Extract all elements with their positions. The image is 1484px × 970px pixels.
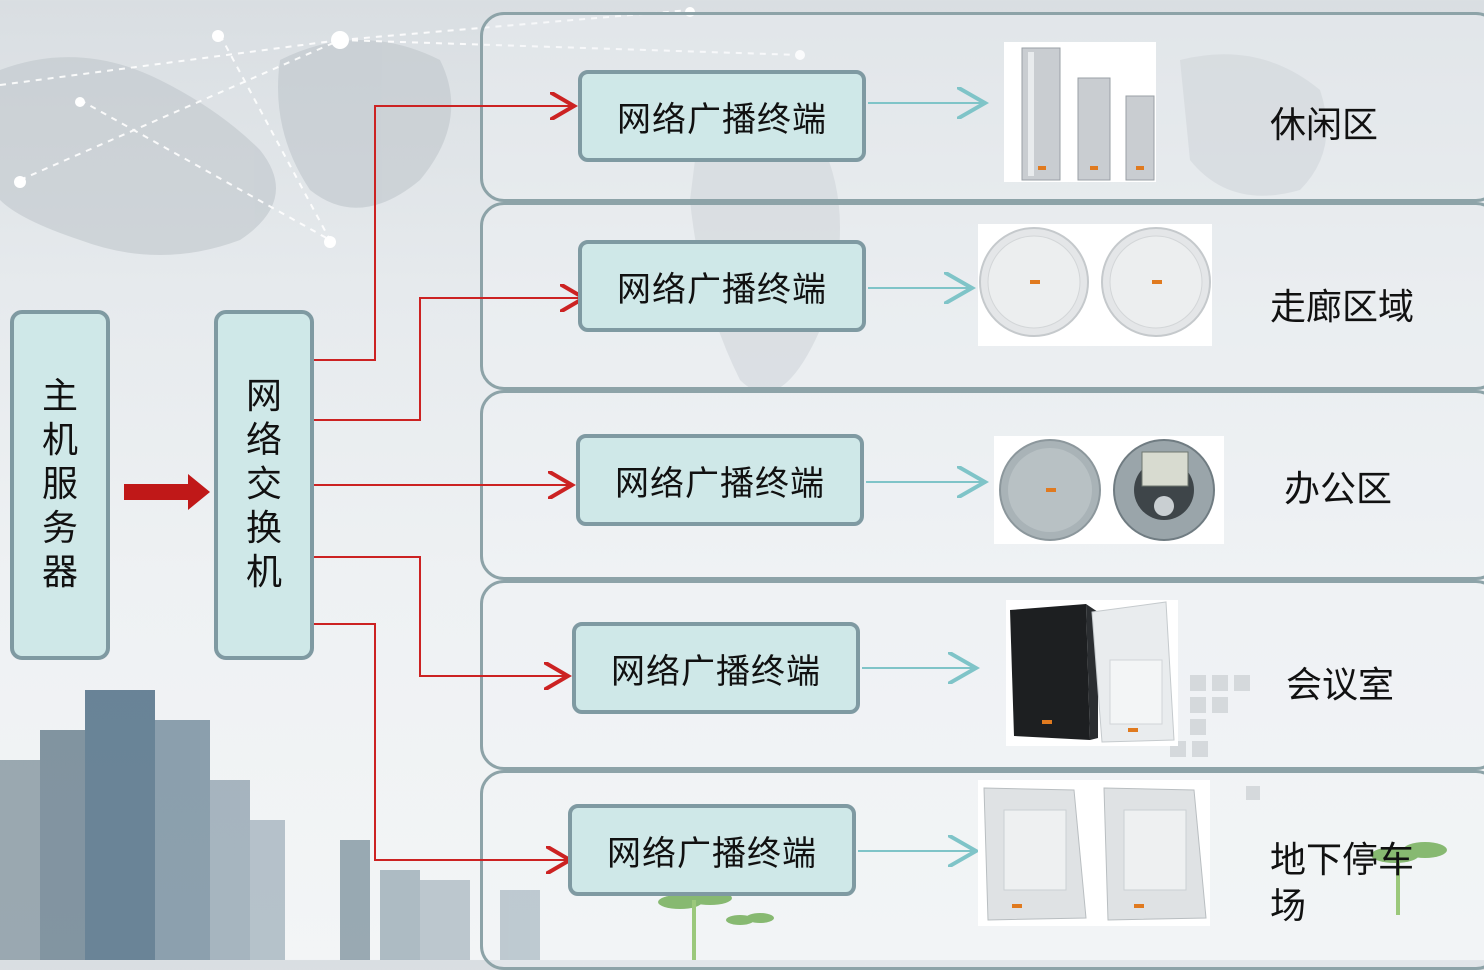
terminal-box-2: 网络广播终端 xyxy=(578,240,866,332)
column-speaker-icon xyxy=(1004,42,1156,182)
wall-box-speaker-icon xyxy=(1006,600,1178,746)
host-server-box: 主机服务器 xyxy=(10,310,110,660)
zone-label-3: 办公区 xyxy=(1284,469,1393,510)
zone-label-5: 地下停车场 xyxy=(1270,840,1415,927)
zone-label-1: 休闲区 xyxy=(1270,105,1379,146)
host-server-label: 主机服务器 xyxy=(41,376,78,593)
terminal-box-1: 网络广播终端 xyxy=(578,70,866,162)
terminal-box-3: 网络广播终端 xyxy=(576,434,864,526)
ceiling-speaker-icon xyxy=(994,436,1224,544)
zone-label-2: 走廊区域 xyxy=(1270,287,1415,328)
network-switch-label: 网络交换机 xyxy=(245,376,282,593)
zone-label-4: 会议室 xyxy=(1286,665,1395,706)
wall-mount-speaker-icon xyxy=(978,780,1210,926)
ceiling-speaker-icon xyxy=(978,224,1212,346)
terminal-box-4: 网络广播终端 xyxy=(572,622,860,714)
network-switch-box: 网络交换机 xyxy=(214,310,314,660)
terminal-box-5: 网络广播终端 xyxy=(568,804,856,896)
